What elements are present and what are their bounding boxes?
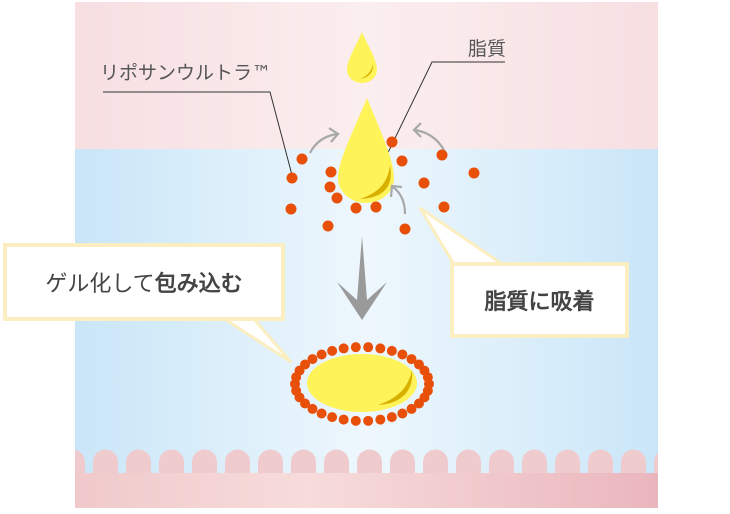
liposan-particle — [324, 181, 336, 193]
liposan-particle — [468, 167, 480, 179]
liposan-particle — [436, 149, 448, 161]
villus — [621, 449, 646, 476]
down-arrow-icon — [337, 236, 387, 320]
villus — [423, 449, 448, 476]
adsorb-callout: 脂質に吸着 — [450, 262, 629, 338]
villus — [291, 449, 316, 476]
large-lipid-droplet — [338, 98, 394, 203]
ring-particle — [363, 415, 374, 426]
ring-particle — [406, 403, 417, 414]
villus — [159, 449, 184, 476]
liposan-particle — [331, 192, 343, 204]
villus — [588, 449, 613, 476]
ring-particle — [375, 414, 386, 425]
ring-particle — [338, 343, 349, 354]
liposan-particle — [286, 172, 298, 184]
villus — [126, 449, 151, 476]
ring-particle — [413, 398, 424, 409]
ring-particle — [386, 345, 397, 356]
ring-particle — [300, 359, 311, 370]
liposan-particle — [418, 177, 430, 189]
ring-particle — [327, 412, 338, 423]
ring-particle — [386, 412, 397, 423]
liposan-particles — [285, 136, 480, 235]
ring-particle — [350, 415, 361, 426]
liposan-particle — [296, 153, 308, 165]
ring-particle — [307, 354, 318, 365]
particle-ring — [290, 342, 434, 426]
ring-particle — [397, 408, 408, 419]
villus — [522, 449, 547, 476]
lipid-label: 脂質 — [468, 38, 507, 60]
villus — [357, 449, 382, 476]
liposan-particle — [325, 166, 337, 178]
ring-particle — [363, 342, 374, 353]
lipid-leader-line — [381, 61, 505, 166]
gel-callout: ゲル化して包み込む — [3, 243, 285, 321]
movement-arrows — [309, 122, 445, 215]
villus — [324, 449, 349, 476]
villus — [93, 449, 118, 476]
liposan-leader-line — [103, 91, 293, 176]
villus — [192, 449, 217, 476]
gelled-lipid — [307, 354, 417, 412]
villus — [555, 449, 580, 476]
liposan-label: リポサンウルトラ™ — [100, 62, 272, 84]
gel-callout-bold: 包み込む — [154, 272, 243, 297]
liposan-particle — [438, 201, 450, 213]
ring-particle — [316, 408, 327, 419]
intestinal-wall — [75, 473, 658, 508]
liposan-particle — [350, 202, 362, 214]
intestinal-villi — [0, 440, 730, 514]
villus — [225, 449, 250, 476]
ring-particle — [422, 372, 433, 383]
liposan-particle — [322, 220, 334, 232]
ring-particle — [327, 345, 338, 356]
small-lipid-droplet — [347, 32, 377, 83]
ring-particle — [406, 354, 417, 365]
ring-particle — [307, 403, 318, 414]
ring-particle — [350, 342, 361, 353]
liposan-particle — [399, 223, 411, 235]
villus — [390, 449, 415, 476]
ring-particle — [316, 349, 327, 360]
ring-particle — [375, 343, 386, 354]
ring-particle — [338, 414, 349, 425]
gel-callout-regular: ゲル化して — [45, 272, 155, 297]
ring-particle — [397, 349, 408, 360]
liposan-particle — [285, 203, 297, 215]
liposan-particle — [396, 155, 408, 167]
liposan-particle — [370, 201, 382, 213]
villus — [456, 449, 481, 476]
villus — [258, 449, 283, 476]
liposan-particle — [386, 136, 398, 148]
villus — [489, 449, 514, 476]
